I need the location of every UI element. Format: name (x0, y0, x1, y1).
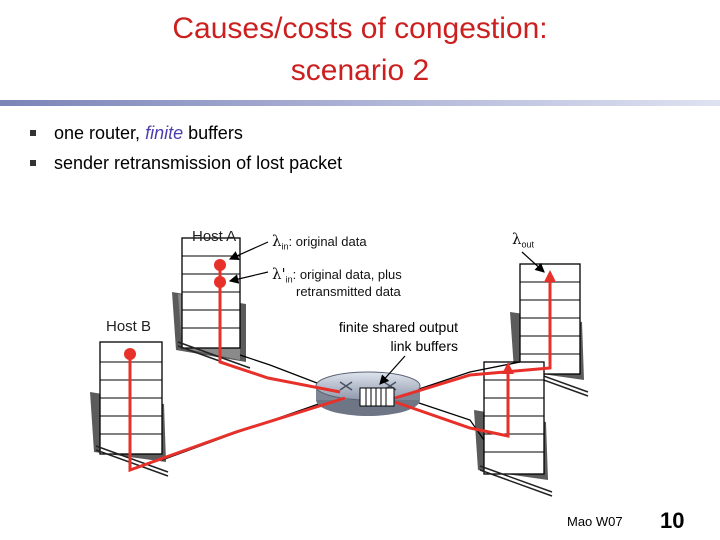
host-a-retransmit-dot (214, 276, 226, 288)
lambda-subscript: in (281, 241, 289, 252)
bullet-item: sender retransmission of lost packet (30, 148, 342, 178)
buffer-label: finite shared output link buffers (318, 318, 458, 356)
slide-title: Causes/costs of congestion: scenario 2 (0, 8, 720, 92)
lambda-in-prime-text-line2: retransmitted data (296, 284, 401, 299)
lambda-prime-symbol: λ' (272, 265, 286, 283)
title-divider (0, 100, 720, 106)
receiver-host-bottom (474, 361, 553, 497)
footer-author: Mao W07 (567, 514, 623, 529)
page-number: 10 (660, 508, 685, 533)
lambda-in-text: : original data (288, 234, 367, 249)
host-b-source-dot (124, 348, 136, 360)
buffer-label-line2: link buffers (390, 338, 458, 354)
bullet-list: one router, finite buffers sender retran… (30, 118, 342, 178)
lambda-out-subscript: out (521, 239, 535, 250)
bullet-square-icon (30, 160, 36, 166)
output-buffer (359, 387, 395, 407)
bullet-text: sender retransmission of lost packet (54, 153, 343, 173)
host-b-label: Host B (106, 318, 152, 335)
flow-arrowhead-top (544, 270, 556, 282)
data-flow-paths (128, 265, 552, 473)
bullet-text-part: buffers (183, 123, 243, 143)
bullet-emphasis: finite (145, 123, 184, 143)
host-a-source-dot (214, 259, 226, 271)
lambda-out-label: λout (512, 230, 534, 250)
lambda-symbol: λ (272, 232, 282, 250)
lambda-prime-subscript: in (285, 274, 293, 285)
host-a-label: Host A (192, 228, 237, 245)
lambda-in-label: λin: original data (272, 232, 367, 252)
lambda-in-prime-pointer (228, 271, 269, 284)
bullet-square-icon (30, 130, 36, 136)
flow-arrowhead-bottom (502, 362, 514, 374)
bullet-text-part: one router, (54, 123, 146, 143)
lambda-out-symbol: λ (512, 230, 522, 248)
lambda-in-prime-text: : original data, plus (292, 267, 402, 282)
title-line-1: Causes/costs of congestion: (172, 12, 548, 45)
host-a-computer (172, 237, 251, 373)
buffer-pointer (379, 355, 406, 385)
title-line-2: scenario 2 (290, 54, 430, 87)
bullet-text: one router, finite buffers (54, 118, 243, 148)
lambda-out-pointer (521, 251, 545, 273)
lambda-in-pointer (228, 241, 269, 260)
lambda-in-prime-label: λ'in: original data, plus (272, 265, 402, 285)
buffer-label-line1: finite shared output (338, 319, 458, 335)
bullet-item: one router, finite buffers (30, 118, 342, 148)
